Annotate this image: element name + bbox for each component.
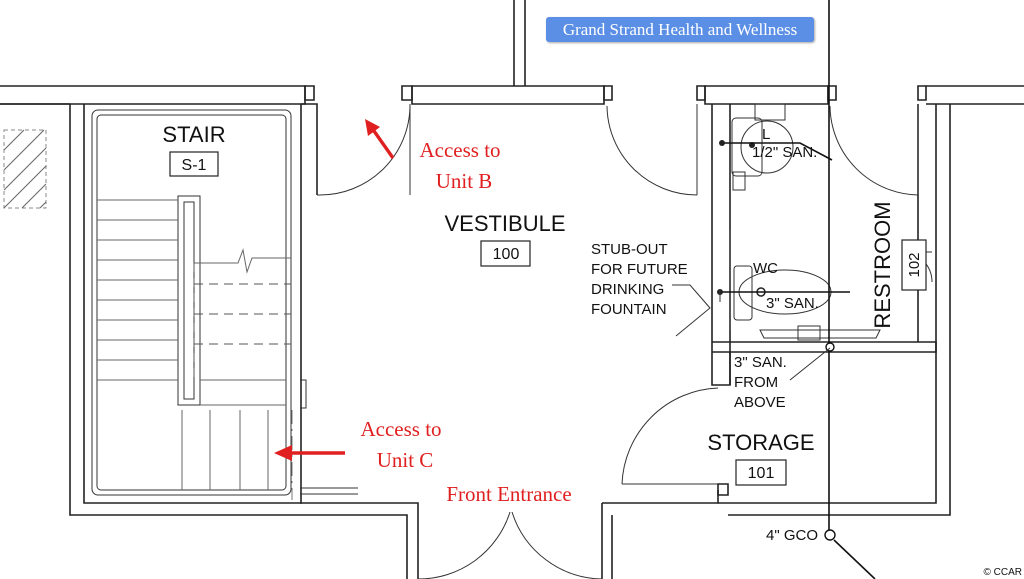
vestibule-number: 100	[493, 246, 520, 263]
stair-detail	[91, 109, 358, 500]
page-title-banner: Grand Strand Health and Wellness	[546, 17, 814, 42]
access-b-line1: Access to	[419, 138, 500, 162]
leader-lines	[672, 284, 831, 381]
access-c-line2: Unit C	[377, 448, 434, 472]
gco-note: 4" GCO	[766, 527, 818, 544]
lav-label: L	[762, 126, 770, 143]
access-b-line2: Unit B	[436, 169, 493, 193]
stub-out-line2: FOR FUTURE	[591, 261, 688, 278]
stub-out-line4: FOUNTAIN	[591, 301, 667, 318]
stub-out-line1: STUB-OUT	[591, 241, 668, 258]
wc-label: WC	[753, 260, 778, 277]
access-c-line1: Access to	[360, 417, 441, 441]
san-above-line3: ABOVE	[734, 394, 786, 411]
copyright-label: © CCAR	[983, 567, 1022, 578]
stair-number: S-1	[182, 157, 207, 174]
arrow-left-icon	[274, 445, 345, 461]
storage-label: STORAGE	[707, 430, 814, 455]
hatch-block	[3, 129, 47, 209]
restroom-number: 102	[906, 252, 923, 277]
san-above-line1: 3" SAN.	[734, 354, 787, 371]
arrow-icon	[365, 119, 395, 159]
front-entrance-label: Front Entrance	[446, 482, 571, 506]
doors	[317, 104, 933, 579]
half-san-note: 1/2" SAN.	[752, 144, 817, 161]
plumbing-lines	[717, 0, 876, 579]
restroom-number-box	[901, 239, 927, 291]
san-above-line2: FROM	[734, 374, 778, 391]
storage-number-box	[735, 459, 787, 486]
storage-number: 101	[748, 465, 775, 482]
restroom-label: RESTROOM	[870, 201, 895, 328]
vestibule-label: VESTIBULE	[444, 211, 565, 236]
stub-out-line3: DRINKING	[591, 281, 664, 298]
stair-label: STAIR	[162, 122, 225, 147]
stair-number-box	[169, 151, 219, 177]
three-san-note: 3" SAN.	[766, 295, 819, 312]
vestibule-number-box	[480, 240, 531, 267]
